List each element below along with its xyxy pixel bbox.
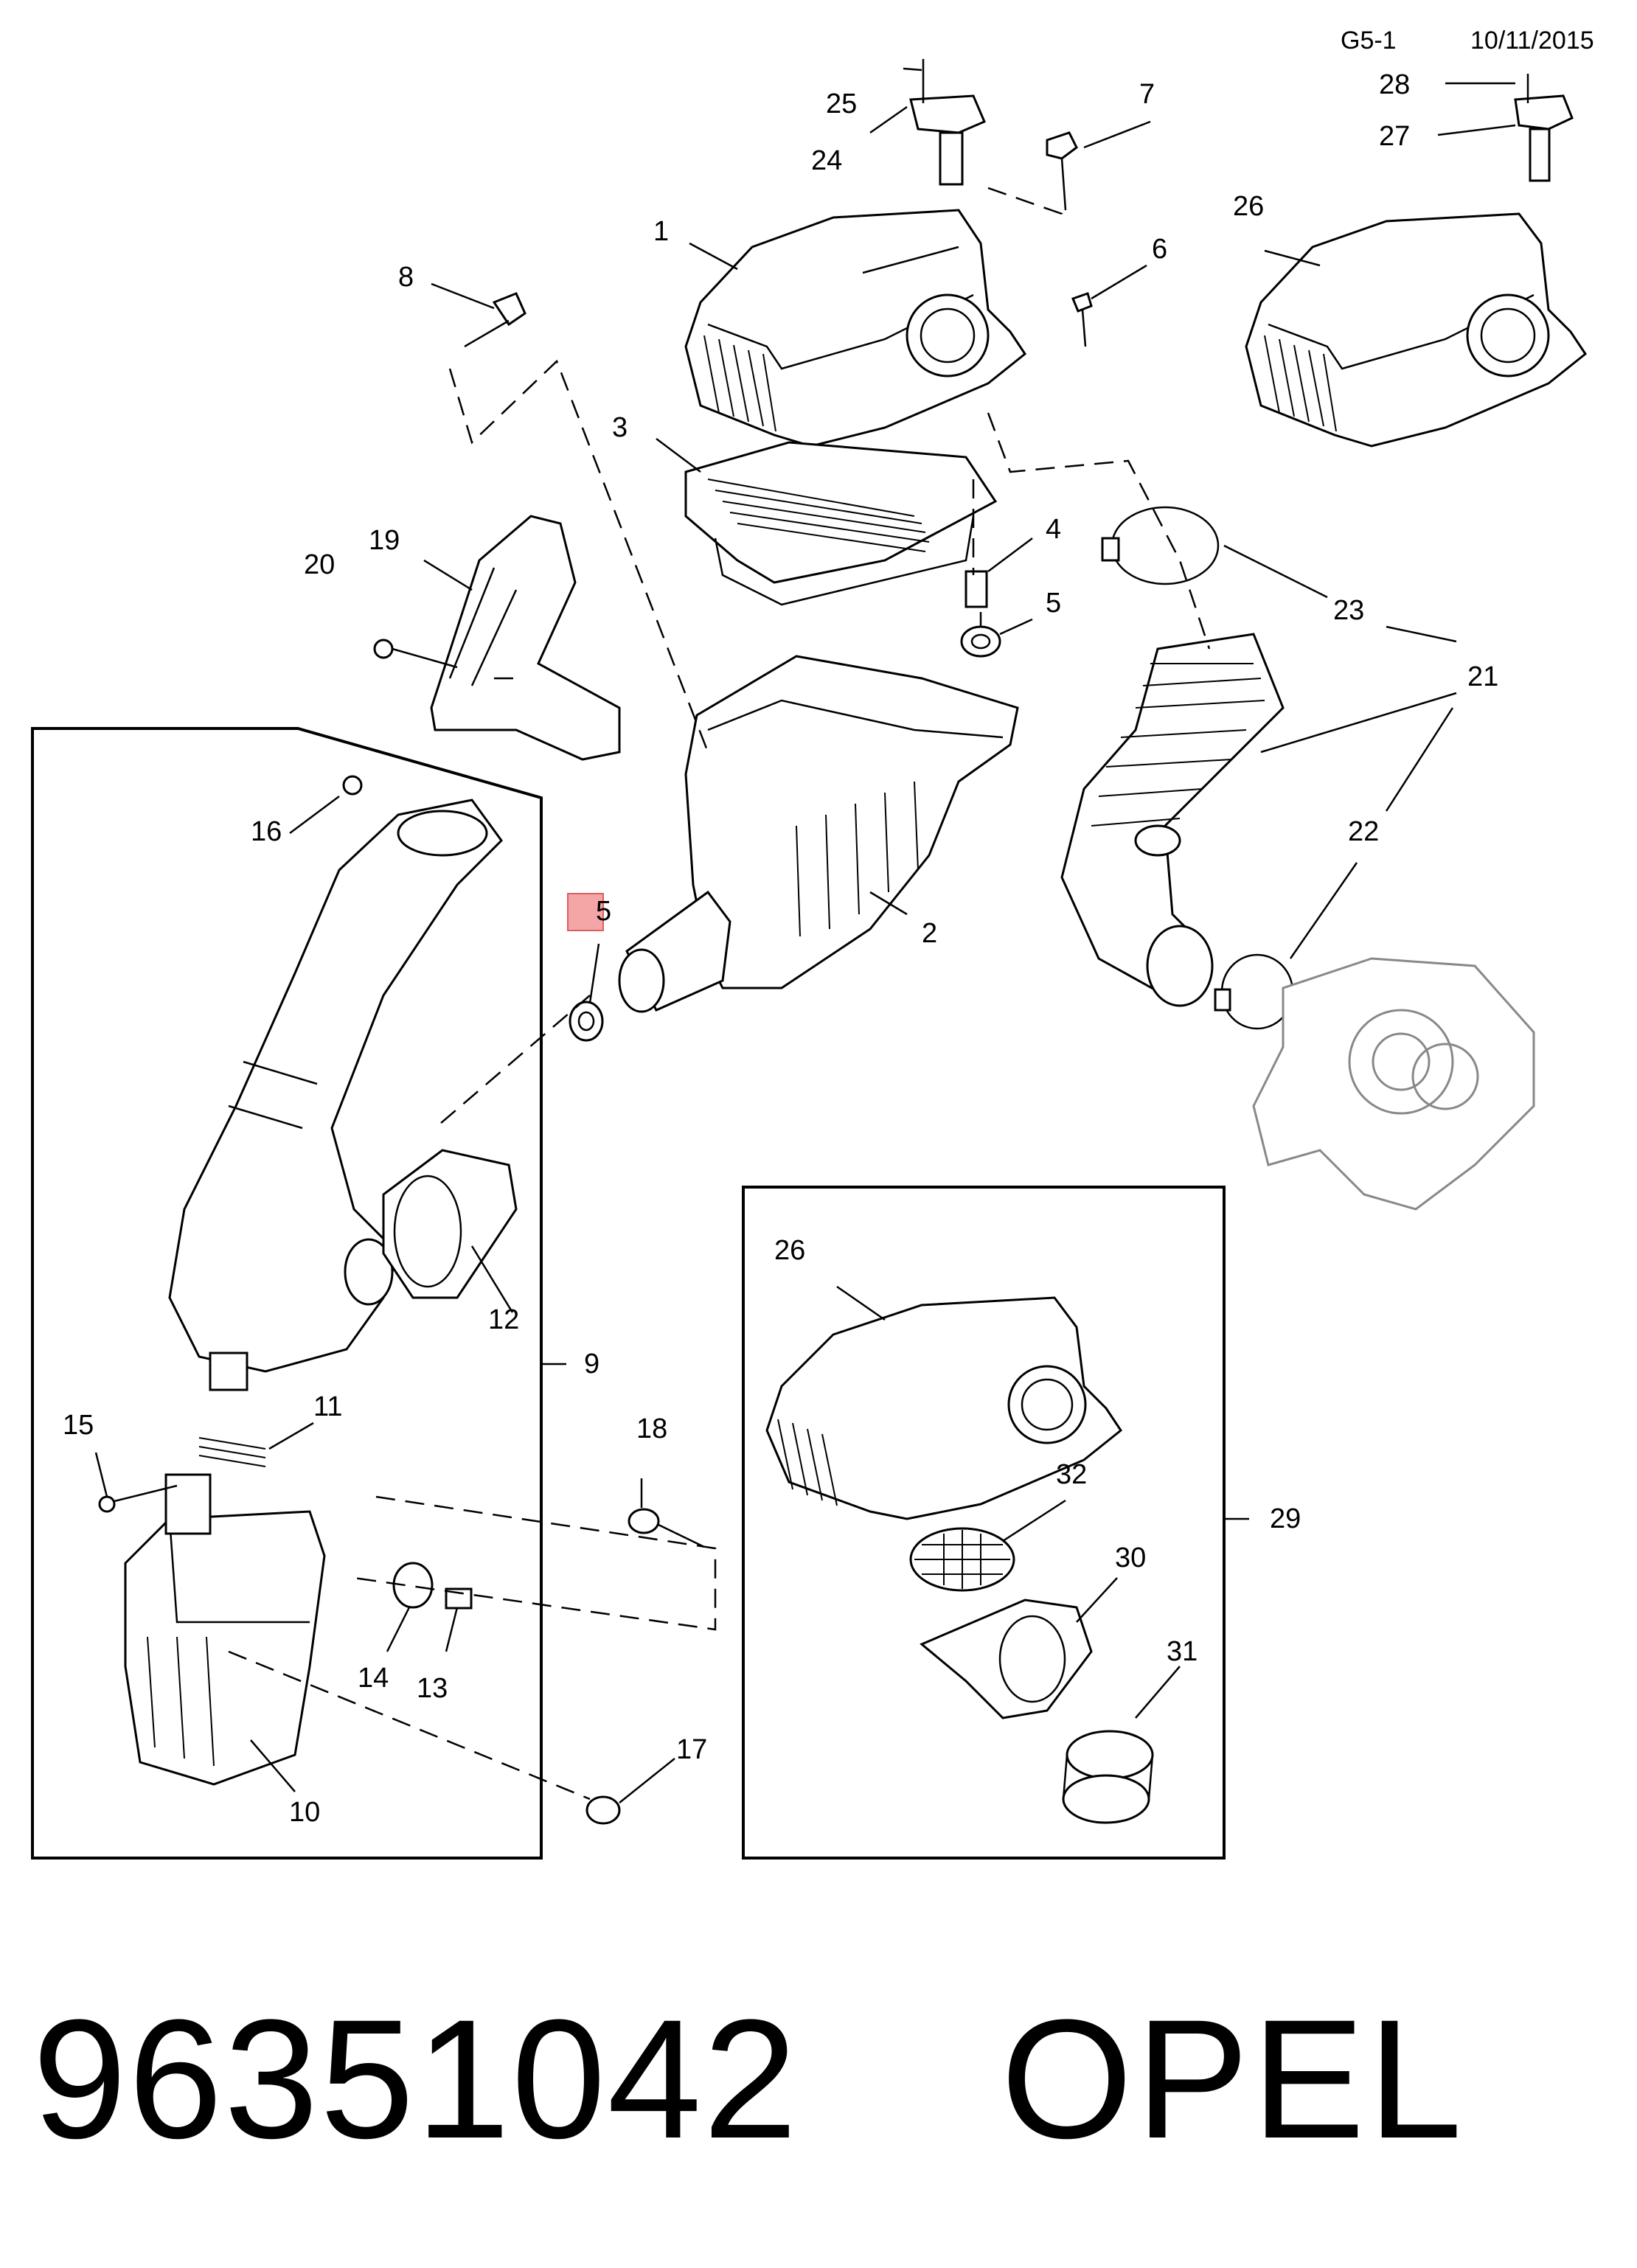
air-filter-element-part <box>684 441 998 606</box>
callout-11: 11 <box>313 1391 342 1422</box>
screw-part-20 <box>373 639 458 669</box>
callout-7: 7 <box>1139 79 1155 110</box>
resonator-part-10 <box>124 1473 326 1786</box>
callout-15: 15 <box>63 1410 94 1441</box>
callout-18: 18 <box>636 1413 667 1444</box>
callout-12: 12 <box>488 1304 519 1335</box>
intake-duct-part-9 <box>168 799 503 1391</box>
diagram-code: G5-1 <box>1341 27 1397 55</box>
callout-9: 9 <box>584 1349 599 1380</box>
callout-32: 32 <box>1056 1459 1087 1490</box>
callout-14: 14 <box>358 1663 389 1694</box>
inlet-adapter-part-12 <box>382 1149 518 1299</box>
callout-26-top: 26 <box>1233 191 1264 222</box>
assembly-box-9 <box>31 727 543 1860</box>
mesh-screen-part-32 <box>909 1527 1015 1592</box>
callout-29: 29 <box>1270 1503 1301 1534</box>
callout-22: 22 <box>1348 816 1379 847</box>
callout-26-kit: 26 <box>774 1235 805 1266</box>
callout-4: 4 <box>1046 514 1061 545</box>
mass-air-flow-sensor-part-24 <box>909 59 986 186</box>
callout-3: 3 <box>612 412 628 443</box>
callout-8: 8 <box>398 262 414 293</box>
air-cleaner-cover-kit-part-26 <box>765 1296 1123 1520</box>
callout-13: 13 <box>417 1673 448 1704</box>
adapter-part-30 <box>920 1599 1093 1719</box>
air-cleaner-cover-variant-part <box>1245 212 1588 448</box>
grommet-part-5-lower <box>569 1001 604 1042</box>
grommet-part-4 <box>965 570 988 608</box>
seal-part-11 <box>198 1437 266 1467</box>
part-number: 96351042 <box>32 1984 799 2174</box>
turbocharger-outline <box>1252 957 1535 1211</box>
parts-exploded-diagram: 1 2 3 4 5 5 6 7 8 9 10 11 12 13 14 15 16… <box>31 59 1588 1860</box>
callout-5-upper: 5 <box>1046 588 1061 619</box>
mass-air-flow-sensor-part-27 <box>1514 74 1574 182</box>
diagram-date: 10/11/2015 <box>1470 27 1594 55</box>
callout-21: 21 <box>1467 661 1498 692</box>
callout-labels: 1 2 3 4 5 5 6 7 8 9 10 11 12 13 14 15 16… <box>63 69 1498 1828</box>
callout-1: 1 <box>653 216 669 247</box>
callout-10: 10 <box>289 1797 320 1828</box>
leader-lines <box>94 67 1516 1803</box>
callout-31: 31 <box>1167 1636 1198 1667</box>
screw-part-16 <box>342 775 363 796</box>
air-cleaner-lower-housing-part <box>618 655 1019 1013</box>
footer-caption: 96351042 OPEL <box>32 1983 1610 2175</box>
grommet-part-14 <box>392 1562 434 1609</box>
screw-part-15 <box>98 1484 178 1513</box>
callout-6: 6 <box>1152 234 1167 265</box>
grommet-part-5-upper <box>960 625 1001 658</box>
hose-clamp-part-22 <box>1214 953 1294 1030</box>
callout-16: 16 <box>251 816 282 847</box>
callout-28: 28 <box>1379 69 1410 100</box>
callout-17: 17 <box>676 1734 707 1765</box>
callout-2: 2 <box>922 918 937 949</box>
callout-30: 30 <box>1115 1542 1146 1573</box>
callout-19: 19 <box>369 525 400 556</box>
callout-25: 25 <box>826 88 857 119</box>
callout-5-highlighted: 5 <box>596 896 611 927</box>
callout-23: 23 <box>1333 595 1364 626</box>
nut-part-17 <box>585 1795 621 1825</box>
bolt-part-7 <box>1046 131 1078 211</box>
air-cleaner-cover-part <box>684 209 1027 448</box>
callout-27: 27 <box>1379 121 1410 152</box>
callout-24: 24 <box>811 145 842 176</box>
highlight-marker <box>567 893 604 931</box>
coupling-part-31 <box>1062 1730 1154 1824</box>
bolt-part-18 <box>628 1508 705 1548</box>
bolt-part-8 <box>464 292 526 348</box>
bracket-part-19 <box>430 515 621 761</box>
assembly-dashed-lines <box>228 187 1211 1801</box>
assembly-box-29 <box>742 1186 1226 1860</box>
brand-name: OPEL <box>1001 1984 1465 2174</box>
bolt-part-6 <box>1071 292 1093 347</box>
air-outlet-hose-part-21 <box>1060 633 1285 1007</box>
hose-clamp-part-23 <box>1101 506 1220 585</box>
callout-20: 20 <box>304 549 335 580</box>
